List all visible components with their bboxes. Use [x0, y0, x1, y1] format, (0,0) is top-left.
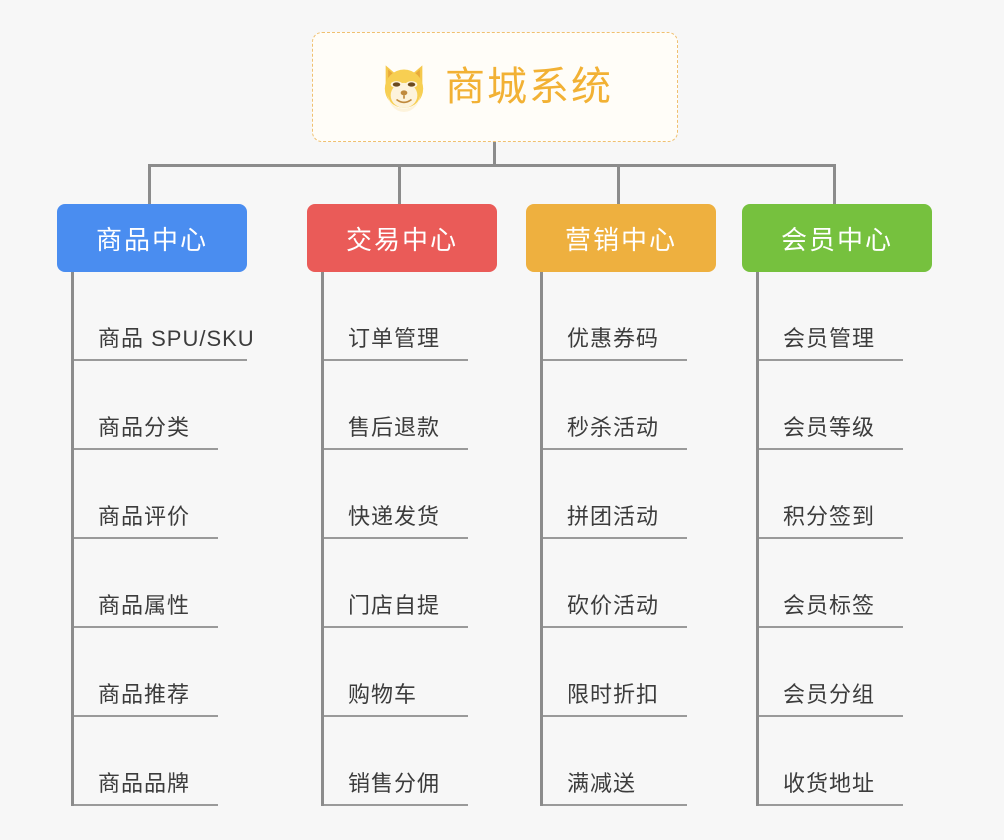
list-item[interactable]: 商品品牌 — [74, 717, 247, 806]
list-item[interactable]: 会员管理 — [759, 272, 932, 361]
leaf-label: 商品推荐 — [98, 677, 218, 717]
list-item[interactable]: 收货地址 — [759, 717, 932, 806]
branch-column-4: 会员中心 会员管理 会员等级 积分签到 会员标签 会员分组 收货地址 — [742, 204, 932, 806]
list-item[interactable]: 商品评价 — [74, 450, 247, 539]
connector-drop-4 — [833, 164, 836, 204]
connector-horizontal-bus — [148, 164, 836, 167]
leaf-label: 商品分类 — [98, 410, 218, 450]
list-item[interactable]: 售后退款 — [324, 361, 497, 450]
leaf-label: 积分签到 — [783, 499, 903, 539]
branch-header-3-label: 营销中心 — [564, 224, 677, 255]
list-item[interactable]: 积分签到 — [759, 450, 932, 539]
connector-root-stem — [493, 142, 496, 166]
list-item[interactable]: 秒杀活动 — [543, 361, 716, 450]
leaf-label: 会员标签 — [783, 588, 903, 628]
branch-header-1-label: 商品中心 — [95, 224, 208, 255]
leaf-label: 满减送 — [567, 766, 687, 806]
connector-drop-2 — [398, 164, 401, 204]
list-item[interactable]: 商品属性 — [74, 539, 247, 628]
list-item[interactable]: 商品分类 — [74, 361, 247, 450]
branch-column-1: 商品中心 商品 SPU/SKU 商品分类 商品评价 商品属性 商品推荐 商品品牌 — [57, 204, 254, 806]
leaf-label: 拼团活动 — [567, 499, 687, 539]
list-item[interactable]: 会员标签 — [759, 539, 932, 628]
list-item[interactable]: 满减送 — [543, 717, 716, 806]
connector-drop-1 — [148, 164, 151, 204]
leaf-label: 秒杀活动 — [567, 410, 687, 450]
list-item[interactable]: 购物车 — [324, 628, 497, 717]
list-item[interactable]: 商品 SPU/SKU — [74, 272, 254, 361]
leaf-label: 商品品牌 — [98, 766, 218, 806]
list-item[interactable]: 限时折扣 — [543, 628, 716, 717]
leaf-label: 门店自提 — [348, 588, 468, 628]
branch-header-4[interactable]: 会员中心 — [742, 204, 932, 272]
list-item[interactable]: 门店自提 — [324, 539, 497, 628]
branch-header-4-label: 会员中心 — [780, 224, 893, 255]
root-title: 商城系统 — [445, 65, 613, 109]
branch-4-leaf-list: 会员管理 会员等级 积分签到 会员标签 会员分组 收货地址 — [756, 272, 932, 806]
connector-drop-3 — [617, 164, 620, 204]
list-item[interactable]: 快递发货 — [324, 450, 497, 539]
leaf-label: 快递发货 — [348, 499, 468, 539]
leaf-label: 限时折扣 — [567, 677, 687, 717]
leaf-label: 购物车 — [348, 677, 468, 717]
branch-3-leaf-list: 优惠券码 秒杀活动 拼团活动 砍价活动 限时折扣 满减送 — [540, 272, 716, 806]
leaf-label: 砍价活动 — [567, 588, 687, 628]
list-item[interactable]: 拼团活动 — [543, 450, 716, 539]
leaf-label: 订单管理 — [348, 321, 468, 361]
branch-header-3[interactable]: 营销中心 — [526, 204, 716, 272]
list-item[interactable]: 订单管理 — [324, 272, 497, 361]
branch-2-leaf-list: 订单管理 售后退款 快递发货 门店自提 购物车 销售分佣 — [321, 272, 497, 806]
leaf-label: 销售分佣 — [348, 766, 468, 806]
root-node[interactable]: 商城系统 — [312, 32, 678, 142]
list-item[interactable]: 会员分组 — [759, 628, 932, 717]
leaf-label: 商品属性 — [98, 588, 218, 628]
leaf-label: 收货地址 — [783, 766, 903, 806]
list-item[interactable]: 销售分佣 — [324, 717, 497, 806]
list-item[interactable]: 商品推荐 — [74, 628, 247, 717]
branch-header-2-label: 交易中心 — [345, 224, 458, 255]
leaf-label: 商品 SPU/SKU — [98, 321, 254, 361]
leaf-label: 售后退款 — [348, 410, 468, 450]
branch-1-leaf-list: 商品 SPU/SKU 商品分类 商品评价 商品属性 商品推荐 商品品牌 — [71, 272, 254, 806]
branch-header-1[interactable]: 商品中心 — [57, 204, 247, 272]
leaf-label: 会员分组 — [783, 677, 903, 717]
list-item[interactable]: 会员等级 — [759, 361, 932, 450]
shiba-dog-face-icon — [377, 62, 431, 112]
leaf-label: 商品评价 — [98, 499, 218, 539]
leaf-label: 会员等级 — [783, 410, 903, 450]
list-item[interactable]: 优惠券码 — [543, 272, 716, 361]
leaf-label: 会员管理 — [783, 321, 903, 361]
branch-header-2[interactable]: 交易中心 — [307, 204, 497, 272]
branch-column-3: 营销中心 优惠券码 秒杀活动 拼团活动 砍价活动 限时折扣 满减送 — [526, 204, 716, 806]
list-item[interactable]: 砍价活动 — [543, 539, 716, 628]
leaf-label: 优惠券码 — [567, 321, 687, 361]
branch-column-2: 交易中心 订单管理 售后退款 快递发货 门店自提 购物车 销售分佣 — [307, 204, 497, 806]
